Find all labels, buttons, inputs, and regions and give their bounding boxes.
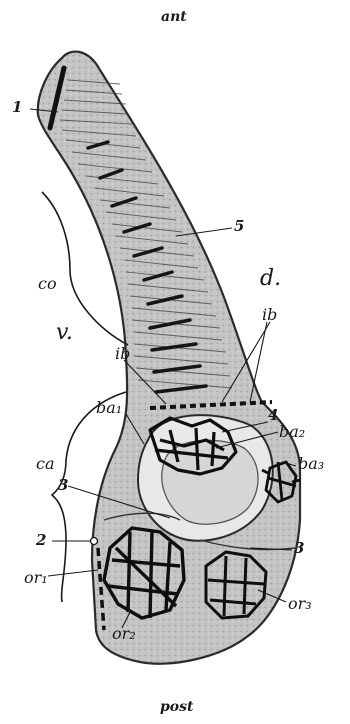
label-4: 4 — [268, 408, 278, 423]
label-ba3: ba₃ — [298, 456, 324, 472]
label-3-left: 3 — [58, 478, 68, 493]
label-or2: or₂ — [112, 626, 136, 642]
label-co: co — [38, 276, 57, 292]
label-2: 2 — [36, 533, 46, 548]
label-v: v. — [56, 322, 73, 344]
label-d: d. — [260, 268, 281, 290]
label-or3: or₃ — [288, 596, 312, 612]
label-1: 1 — [12, 100, 22, 115]
label-ca: ca — [36, 456, 55, 472]
label-ba2: ba₂ — [279, 424, 305, 440]
posterior-label: post — [160, 700, 193, 714]
label-3-right: 3 — [294, 541, 304, 556]
pore-2 — [91, 538, 98, 545]
anterior-label: ant — [161, 10, 187, 24]
label-ib-left: ib — [115, 346, 130, 362]
label-or1: or₁ — [24, 570, 48, 586]
label-ba1: ba₁ — [96, 400, 122, 416]
label-ib-right: ib — [262, 307, 277, 323]
label-5: 5 — [234, 219, 244, 234]
